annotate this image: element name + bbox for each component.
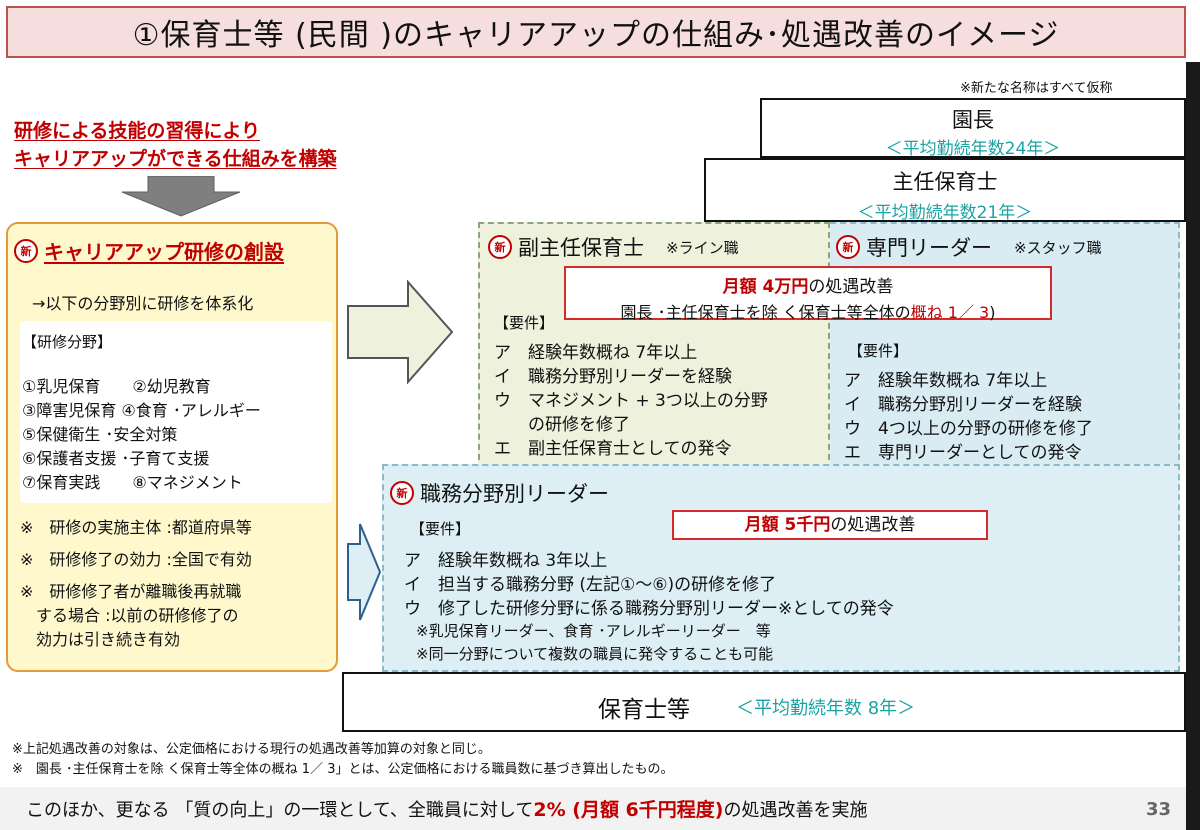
childcare-worker-box: 保育士等 ＜平均勤続年数 8年＞ bbox=[342, 672, 1186, 732]
specialist-title: 専門リーダー bbox=[866, 236, 992, 260]
fields-header: 【研修分野】 bbox=[22, 333, 113, 351]
chief-box: 主任保育士 ＜平均勤続年数21年＞ bbox=[704, 158, 1186, 223]
bottom-bar: このほか、更なる 「質の向上」の一環として、全職員に対して2% (月額 6千円程… bbox=[0, 787, 1186, 830]
page-number: 33 bbox=[1146, 799, 1172, 820]
raise-40k-line1: 月額 4万円の処遇改善 bbox=[566, 272, 1050, 297]
field-item: ③障害児保育 ④食育 ･アレルギー bbox=[22, 401, 261, 420]
training-subtitle: →以下の分野別に研修を体系化 bbox=[32, 294, 254, 313]
chief-tenure: ＜平均勤続年数21年＞ bbox=[857, 203, 1033, 223]
specialist-title-row: 新 専門リーダー ※スタッフ職 bbox=[836, 232, 1102, 262]
new-badge-icon: 新 bbox=[390, 481, 414, 505]
training-note: ※ 研修修了者が離職後再就職 bbox=[20, 582, 242, 601]
specialist-req: ウ 4つ以上の分野の研修を修了 bbox=[844, 419, 1093, 439]
chief-title: 主任保育士 bbox=[892, 170, 998, 194]
field-item: ①乳児保育 ②幼児教育 bbox=[22, 377, 211, 396]
training-note: する場合 :以前の研修修了の bbox=[20, 606, 239, 625]
specialist-type: ※スタッフ職 bbox=[1014, 238, 1102, 257]
field-leader-title-row: 新 職務分野別リーダー bbox=[390, 478, 609, 508]
specialist-leader-box: 新 専門リーダー ※スタッフ職 【要件】 ア 経験年数概ね 7年以上 イ 職務分… bbox=[830, 222, 1180, 470]
left-heading-line1: 研修による技能の習得により bbox=[14, 120, 261, 142]
raise-40k-scope: 園長 ･主任保育士を除 く保育士等全体の bbox=[620, 303, 911, 322]
footnote: ※上記処遇改善の対象は、公定価格における現行の処遇改善等加算の対象と同じ。 bbox=[12, 742, 491, 757]
bottom-message-rate: 2% (月額 6千円程度) bbox=[533, 799, 724, 821]
new-badge-icon: 新 bbox=[836, 235, 860, 259]
deputy-title: 副主任保育士 bbox=[518, 236, 644, 260]
raise-40k-ratio: 概ね 1／ 3 bbox=[910, 303, 990, 322]
new-badge-icon: 新 bbox=[488, 235, 512, 259]
deputy-type: ※ライン職 bbox=[666, 238, 739, 257]
training-title-row: 新 キャリアアップ研修の創設 bbox=[14, 236, 284, 265]
deputy-title-row: 新 副主任保育士 ※ライン職 bbox=[488, 232, 739, 262]
childcare-worker-tenure: ＜平均勤続年数 8年＞ bbox=[736, 698, 916, 719]
raise-5k-suffix: の処遇改善 bbox=[830, 515, 916, 535]
left-heading-line2: キャリアアップができる仕組みを構築 bbox=[14, 148, 337, 170]
raise-40k-amount: 月額 4万円 bbox=[722, 277, 809, 297]
field-leader-req: イ 担当する職務分野 (左記①～⑥)の研修を修了 bbox=[404, 575, 777, 595]
deputy-req: ア 経験年数概ね 7年以上 bbox=[494, 343, 698, 363]
right-arrow-icon bbox=[347, 280, 454, 384]
bottom-message-post: の処遇改善を実施 bbox=[723, 800, 868, 821]
training-note: ※ 研修の実施主体 :都道府県等 bbox=[20, 518, 252, 537]
childcare-worker-title: 保育士等 bbox=[598, 697, 690, 723]
new-badge-icon: 新 bbox=[14, 238, 38, 263]
page-title: ①保育士等 (民間 )のキャリアアップの仕組み･処遇改善のイメージ bbox=[6, 6, 1186, 58]
specialist-req: ア 経験年数概ね 7年以上 bbox=[844, 371, 1048, 391]
field-leader-box: 新 職務分野別リーダー 【要件】 月額 5千円の処遇改善 ア 経験年数概ね 3年… bbox=[382, 464, 1180, 672]
field-item: ⑤保健衛生 ･安全対策 bbox=[22, 425, 178, 444]
specialist-req: イ 職務分野別リーダーを経験 bbox=[844, 395, 1082, 415]
field-leader-req: ア 経験年数概ね 3年以上 bbox=[404, 551, 608, 571]
specialist-req: エ 専門リーダーとしての発令 bbox=[844, 443, 1082, 463]
deputy-chief-box: 新 副主任保育士 ※ライン職 【要件】 ア 経験年数概ね 7年以上 イ 職務分野… bbox=[478, 222, 830, 470]
down-arrow-icon bbox=[121, 176, 241, 217]
bottom-message-pre: このほか、更なる 「質の向上」の一環として、全職員に対して bbox=[26, 800, 534, 821]
field-leader-req: ウ 修了した研修分野に係る職務分野別リーダー※としての発令 bbox=[404, 599, 894, 619]
provisional-note: ※新たな名称はすべて仮称 bbox=[960, 81, 1113, 96]
raise-40k-suffix: の処遇改善 bbox=[808, 277, 894, 297]
training-box: 新 キャリアアップ研修の創設 →以下の分野別に研修を体系化 【研修分野】 ①乳児… bbox=[6, 222, 338, 672]
training-note: ※ 研修修了の効力 :全国で有効 bbox=[20, 550, 252, 569]
raise-40k-close: ) bbox=[989, 303, 996, 322]
field-leader-note: ※乳児保育リーダー、食育 ･アレルギーリーダー 等 bbox=[416, 622, 771, 640]
raise-40k-box: 月額 4万円の処遇改善 園長 ･主任保育士を除 く保育士等全体の概ね 1／ 3) bbox=[564, 266, 1052, 323]
field-item: ⑦保育実践 ⑧マネジメント bbox=[22, 473, 243, 492]
raise-40k-line2: 園長 ･主任保育士を除 く保育士等全体の概ね 1／ 3) bbox=[566, 299, 1050, 323]
training-note: 効力は引き続き有効 bbox=[20, 630, 181, 649]
field-leader-req-header: 【要件】 bbox=[410, 520, 471, 538]
deputy-req: イ 職務分野別リーダーを経験 bbox=[494, 367, 732, 387]
raise-5k-amount: 月額 5千円 bbox=[744, 515, 831, 535]
field-leader-title: 職務分野別リーダー bbox=[420, 482, 609, 506]
principal-title: 園長 bbox=[952, 108, 994, 132]
right-arrow-small-icon bbox=[347, 523, 382, 621]
raise-5k-box: 月額 5千円の処遇改善 bbox=[672, 510, 988, 540]
field-leader-note: ※同一分野について複数の職員に発令することも可能 bbox=[416, 645, 774, 663]
side-border bbox=[1186, 62, 1200, 830]
bottom-message: このほか、更なる 「質の向上」の一環として、全職員に対して2% (月額 6千円程… bbox=[26, 795, 867, 822]
deputy-req: ウ マネジメント + 3つ以上の分野 bbox=[494, 391, 768, 411]
deputy-req-header: 【要件】 bbox=[494, 314, 555, 332]
deputy-req: の研修を修了 bbox=[494, 415, 630, 435]
specialist-req-header: 【要件】 bbox=[848, 342, 909, 360]
principal-tenure: ＜平均勤続年数24年＞ bbox=[885, 139, 1061, 159]
deputy-req: エ 副主任保育士としての発令 bbox=[494, 439, 732, 459]
training-title: キャリアアップ研修の創設 bbox=[44, 240, 284, 264]
principal-box: 園長 ＜平均勤続年数24年＞ bbox=[760, 98, 1186, 159]
footnote: ※ 園長 ･主任保育士を除 く保育士等全体の概ね 1／ 3」とは、公定価格におけ… bbox=[12, 762, 674, 777]
training-fields-box: 【研修分野】 ①乳児保育 ②幼児教育 ③障害児保育 ④食育 ･アレルギー ⑤保健… bbox=[20, 321, 332, 503]
field-item: ⑥保護者支援 ･子育て支援 bbox=[22, 449, 210, 468]
